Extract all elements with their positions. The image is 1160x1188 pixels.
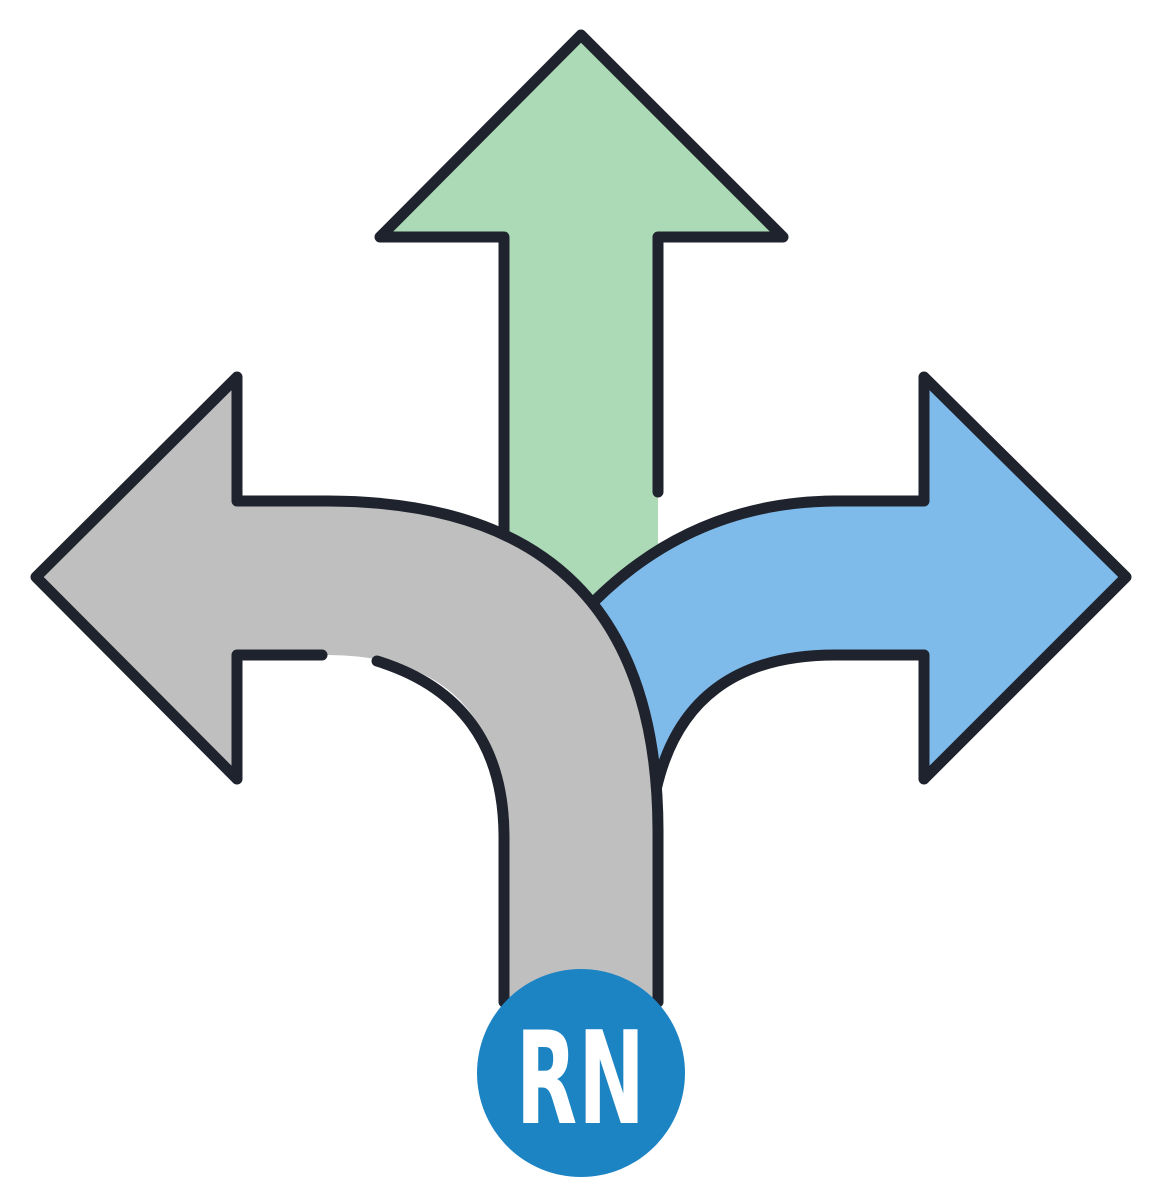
badge-text: RN — [516, 1005, 646, 1154]
arrow-turn-left-icon — [30, 371, 664, 1008]
arrow-up-icon — [374, 29, 789, 615]
rn-badge: RN — [477, 969, 685, 1177]
badge-circle — [477, 969, 685, 1177]
